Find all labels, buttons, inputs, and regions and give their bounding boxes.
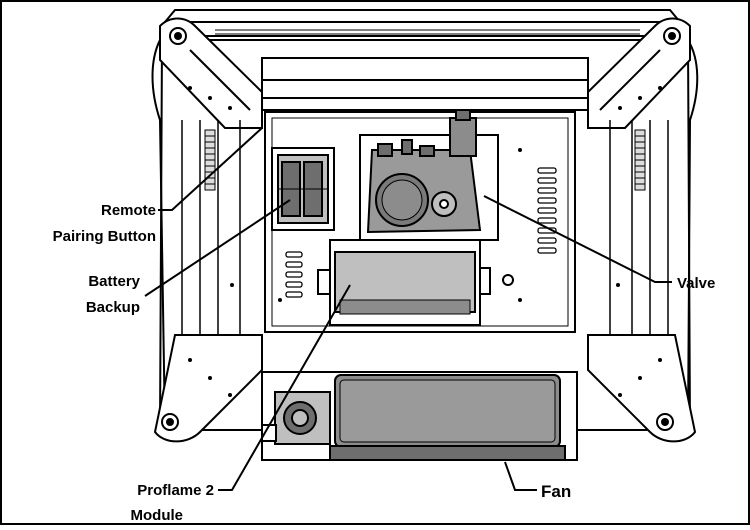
leader-valve [483,195,672,283]
leader-remote [158,127,263,211]
label-battery-line2: Backup [86,299,140,316]
proflame-module [317,239,514,326]
fan-housing [261,371,578,461]
battery-backup-box [271,147,335,231]
corner-brace-bottom-left [153,334,263,443]
leader-lines [144,127,672,491]
label-fan: Fan [541,482,571,501]
label-proflame-line2: Module [131,507,184,524]
label-remote-line2: Pairing Button [53,228,156,245]
corner-brace-top-left [159,17,263,129]
side-coils [204,129,646,191]
leader-battery [144,199,291,297]
label-battery-line1: Battery [88,273,140,290]
leader-proflame [218,284,351,491]
label-valve: Valve [677,275,715,292]
upper-shelf [261,57,589,111]
label-proflame-line1: Proflame 2 [137,482,214,499]
corner-brace-top-right [587,17,691,129]
screws [188,86,662,397]
label-remote-line1: Remote [101,202,156,219]
corner-brace-bottom-right [587,334,697,443]
panel-vent-slots [285,167,557,298]
top-rail-hatch [215,29,640,35]
leader-fan [504,461,537,491]
side-rails [181,120,669,340]
